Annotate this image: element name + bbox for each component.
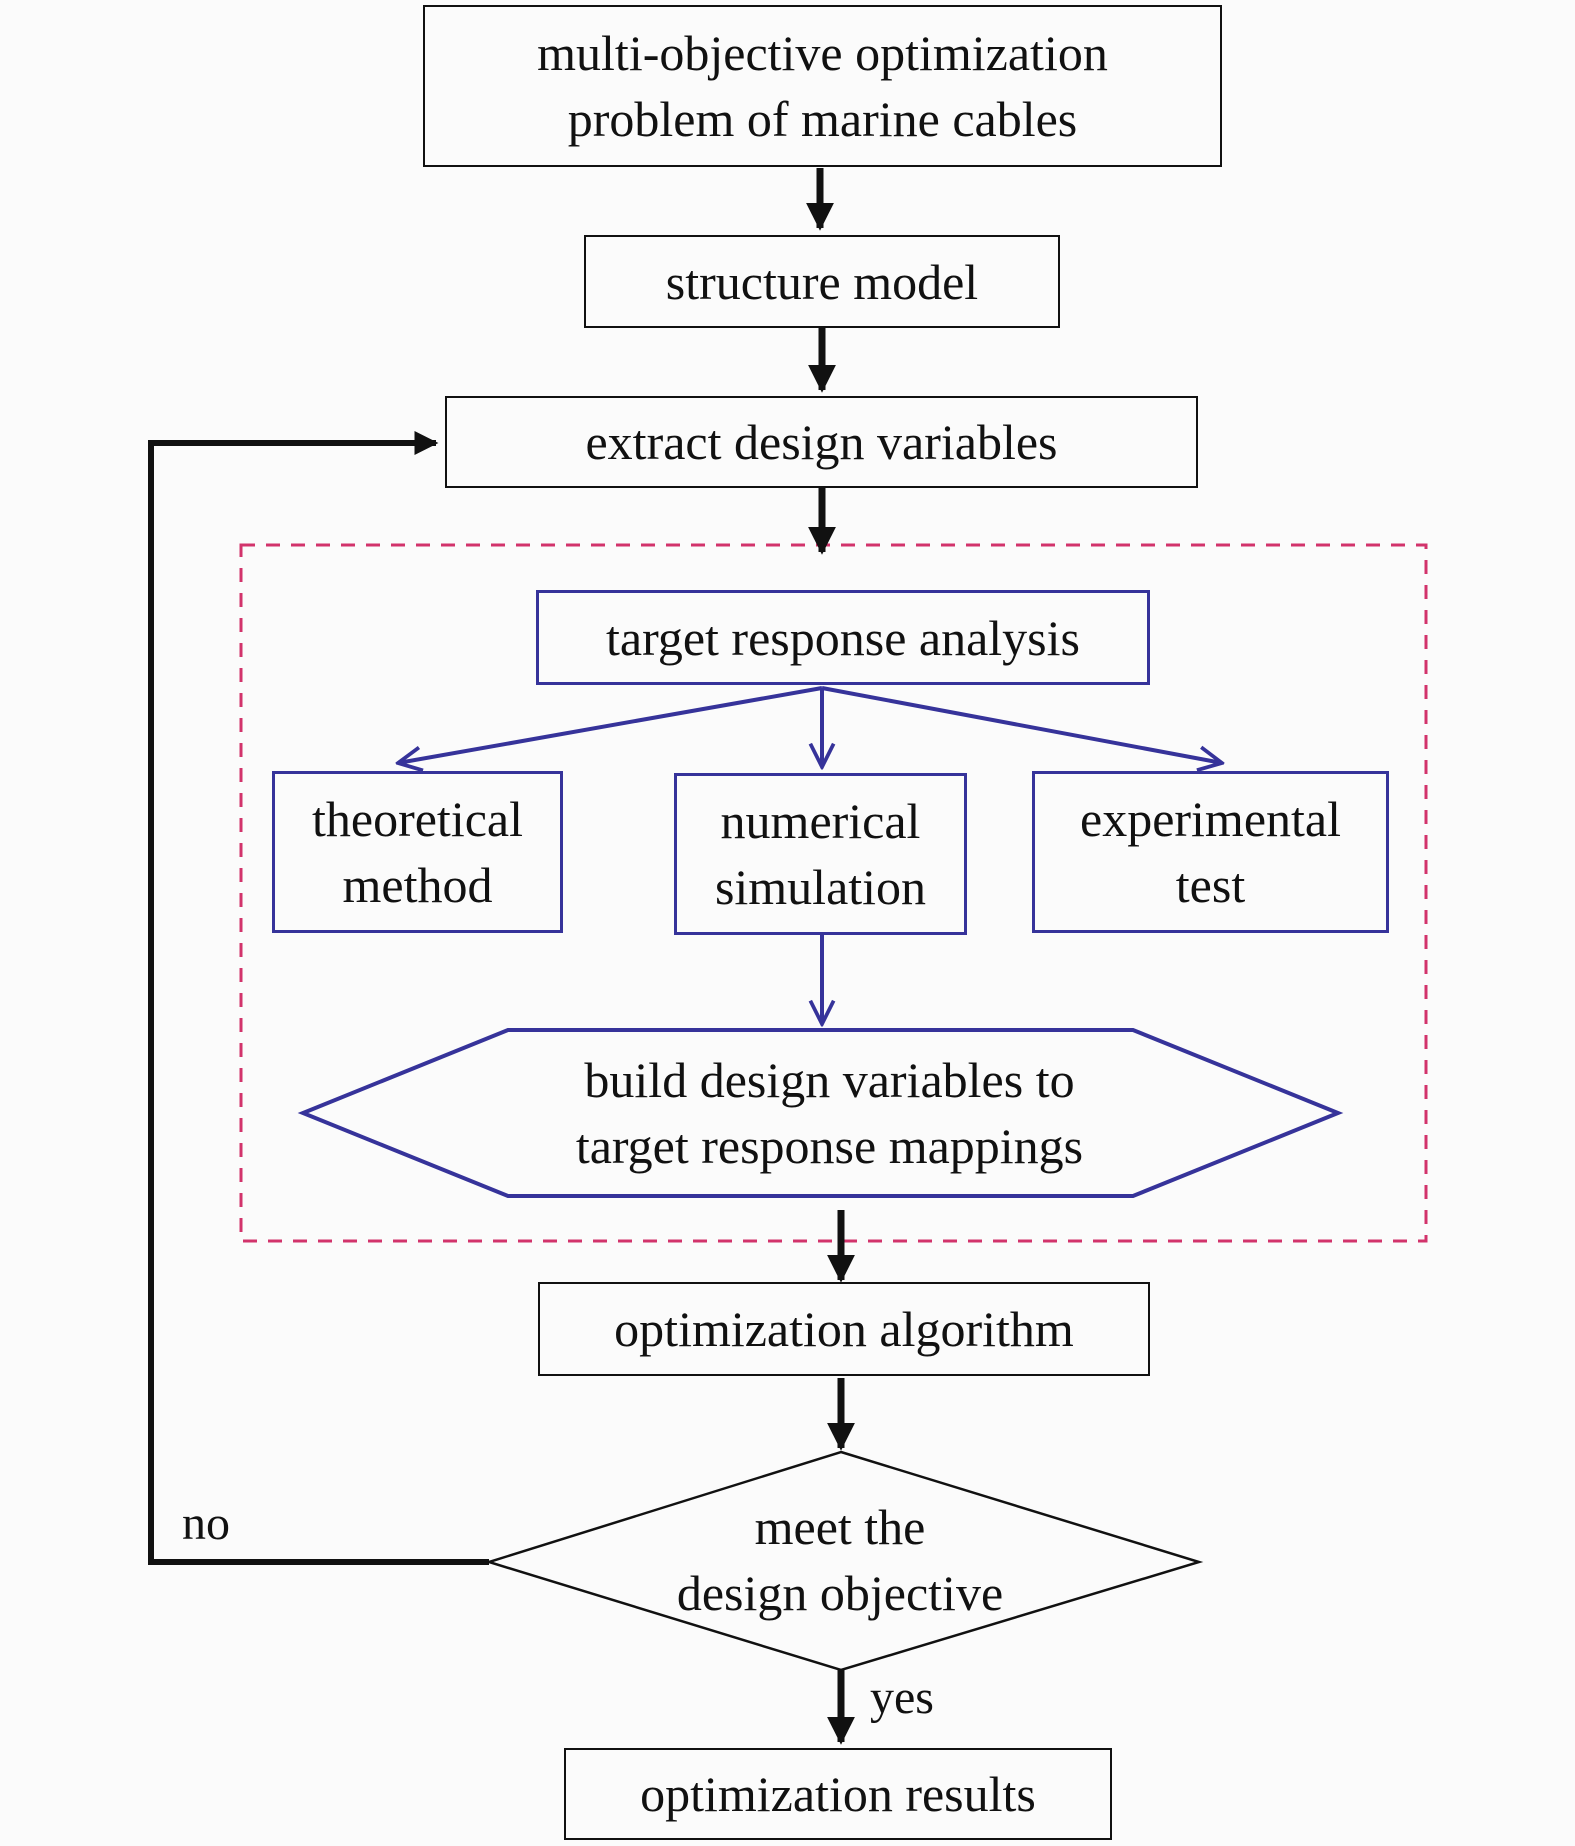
extract-design-variables-box: extract design variables (445, 396, 1198, 488)
decision-line1: meet the (754, 1499, 926, 1555)
decision-line2: design objective (676, 1565, 1004, 1621)
arrow-analysis-to-experimental (821, 686, 1222, 763)
structure-model-label: structure model (665, 253, 979, 310)
theoretical-method-box: theoretical method (272, 771, 563, 933)
arrow-analysis-to-theoretical (398, 686, 823, 763)
build-mappings-line2: target response mappings (575, 1118, 1084, 1174)
problem-label-line2: problem of marine cables (567, 91, 1078, 147)
optimization-algorithm-box: optimization algorithm (538, 1282, 1150, 1376)
edge-label-yes: yes (870, 1671, 934, 1724)
problem-label-line1: multi-objective optimization (537, 25, 1108, 81)
experimental-test-box: experimental test (1032, 771, 1389, 933)
problem-box: multi-objective optimization problem of … (423, 5, 1222, 167)
mappings-hexagon (297, 1028, 1344, 1198)
analysis-frame (239, 543, 1428, 1243)
theoretical-method-line1: theoretical (312, 791, 523, 847)
experimental-test-line1: experimental (1080, 791, 1341, 847)
experimental-test-line2: test (1175, 857, 1246, 913)
target-response-analysis-label: target response analysis (606, 609, 1080, 666)
arrow-no-feedback (148, 431, 489, 1565)
structure-model-box: structure model (584, 235, 1060, 328)
optimization-results-label: optimization results (640, 1766, 1036, 1822)
decision-text: meet the design objective (600, 1490, 1080, 1630)
numerical-simulation-box: numerical simulation (674, 773, 967, 935)
theoretical-method-line2: method (342, 857, 493, 913)
optimization-results-box: optimization results (564, 1748, 1112, 1840)
target-response-analysis-box: target response analysis (536, 590, 1150, 685)
build-mappings-text: build design variables to target respons… (508, 1038, 1151, 1188)
decision-diamond (484, 1450, 1204, 1672)
numerical-simulation-line2: simulation (714, 859, 927, 915)
optimization-algorithm-label: optimization algorithm (614, 1301, 1074, 1357)
extract-design-variables-label: extract design variables (585, 414, 1058, 470)
numerical-simulation-line1: numerical (720, 793, 921, 849)
edge-label-no: no (182, 1497, 230, 1550)
build-mappings-line1: build design variables to (584, 1052, 1075, 1108)
